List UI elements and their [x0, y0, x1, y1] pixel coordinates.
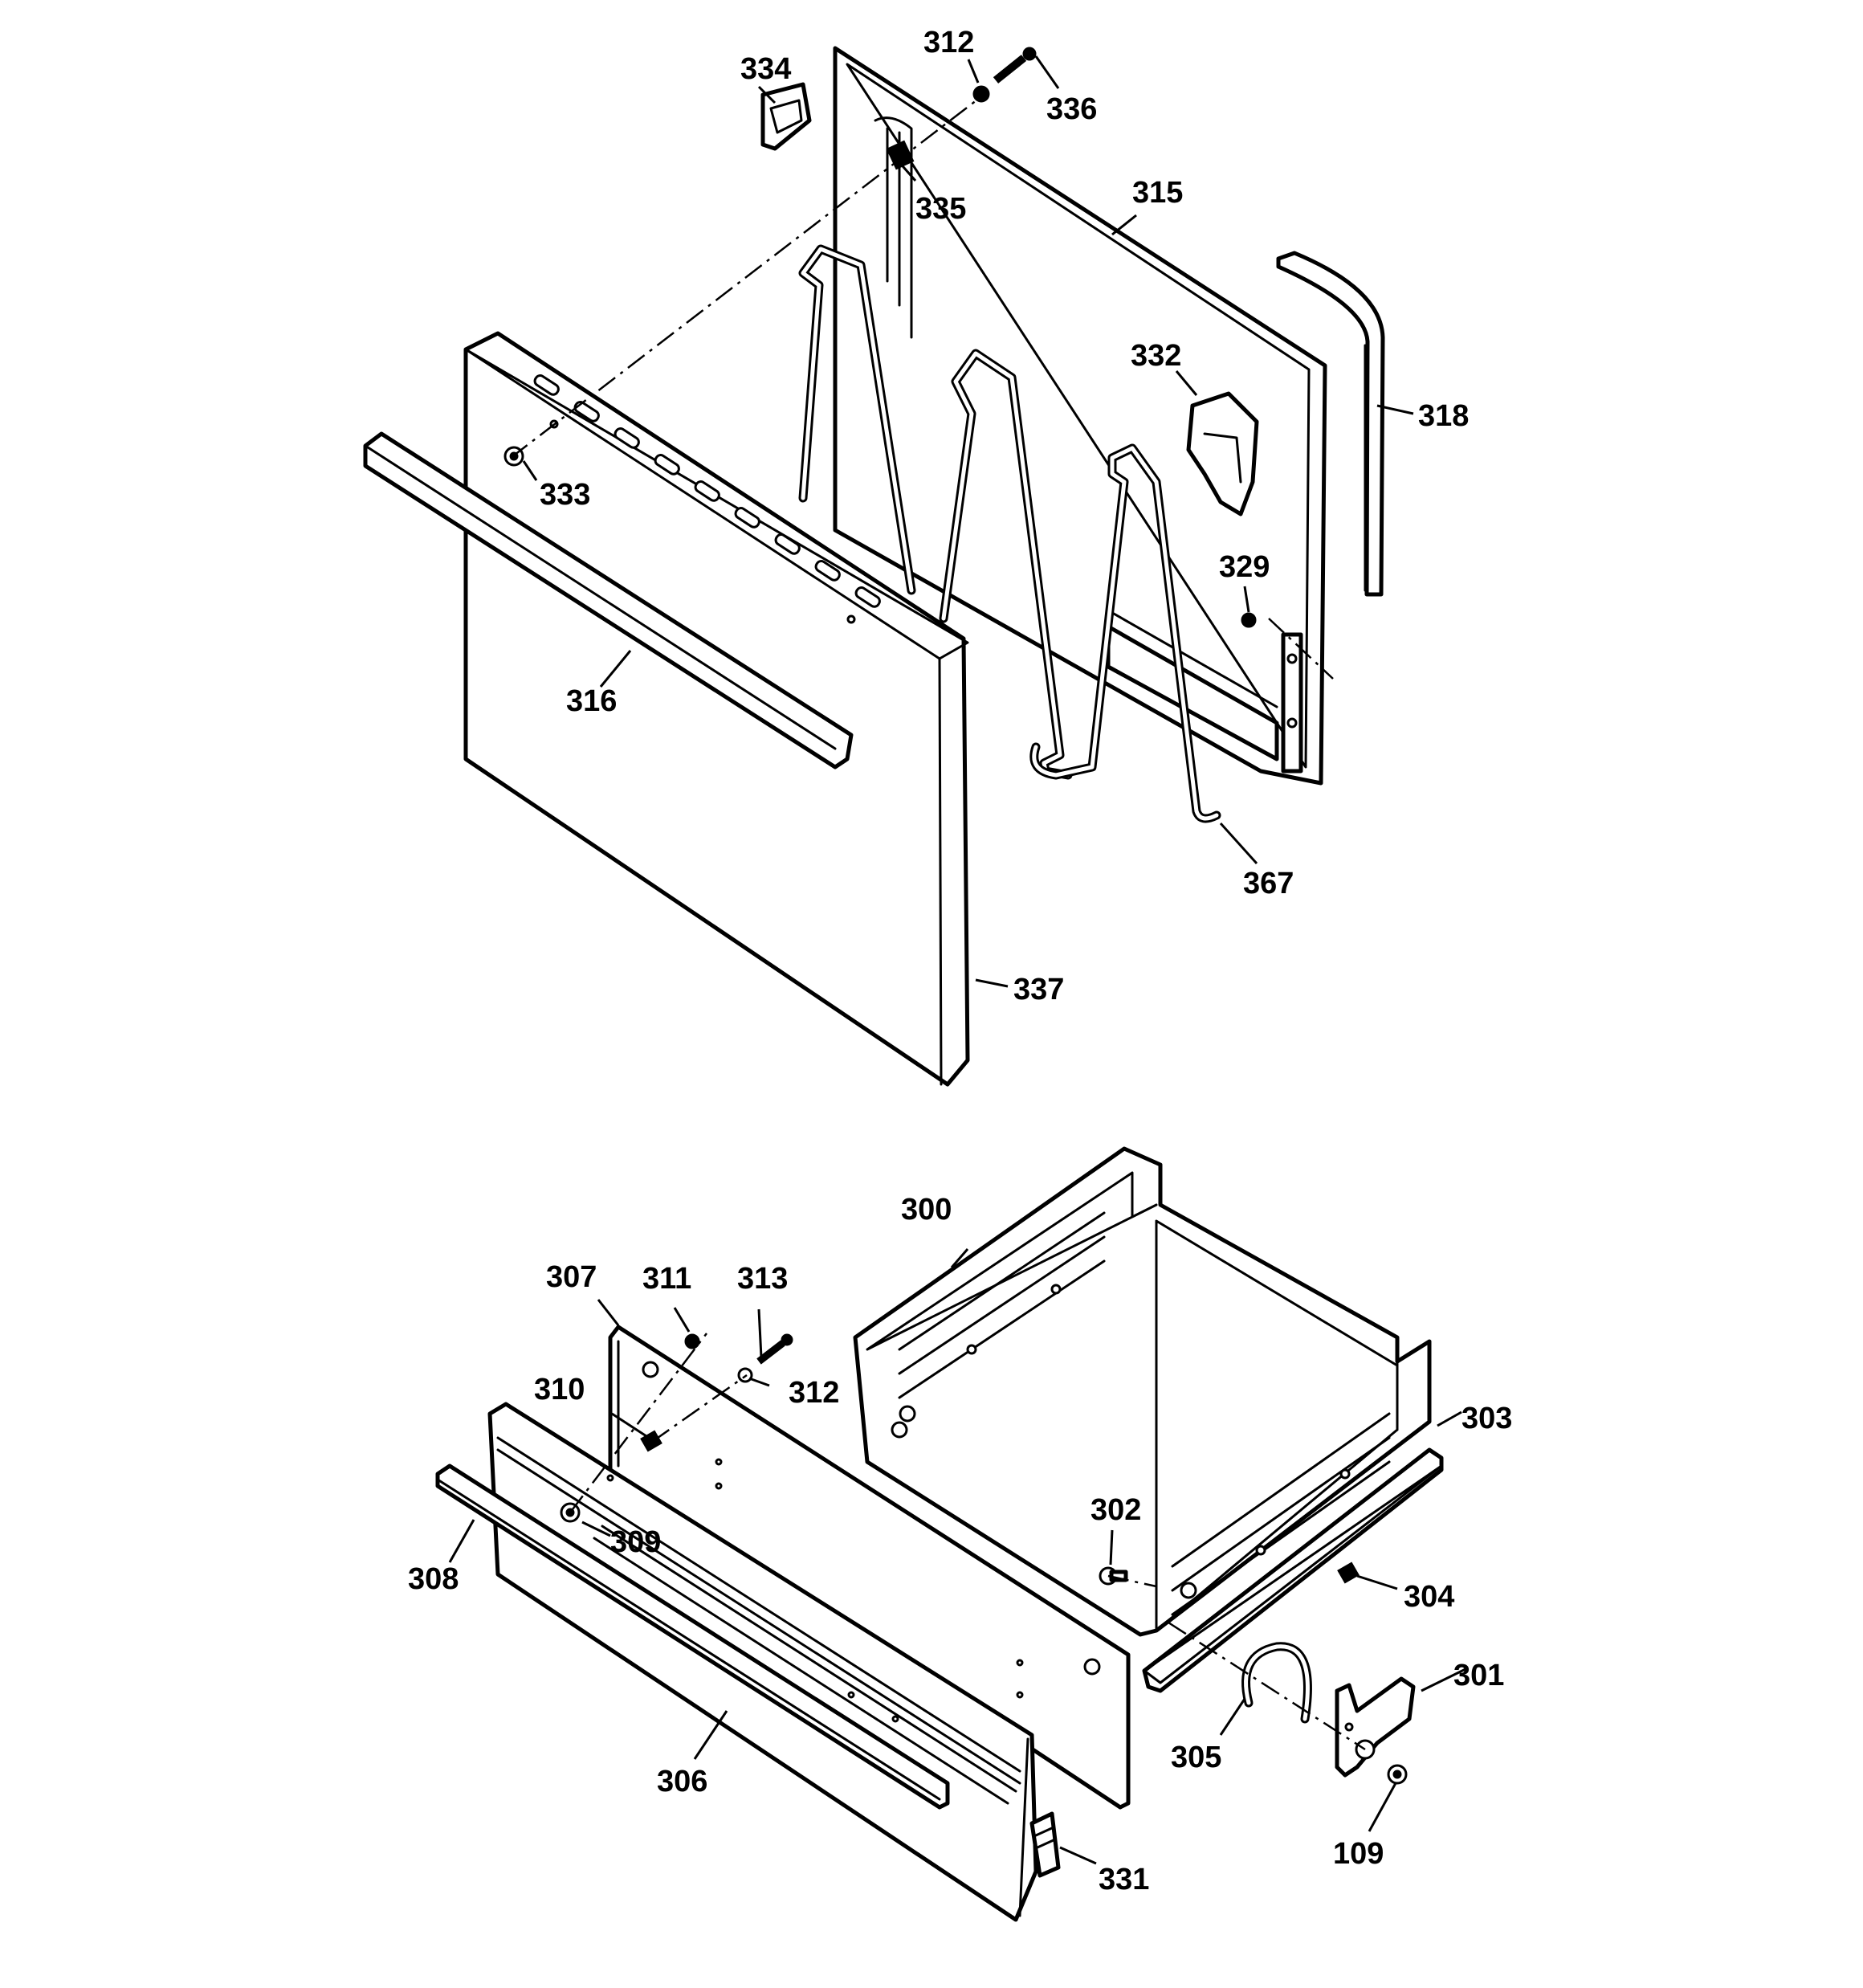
- callout-300: 300: [901, 1193, 952, 1227]
- nut-312-top: [972, 85, 990, 103]
- callout-308: 308: [408, 1562, 459, 1596]
- callout-311: 311: [642, 1262, 691, 1296]
- vent-slots: [533, 374, 881, 608]
- callout-305: 305: [1171, 1741, 1221, 1774]
- callout-312-top: 312: [923, 26, 974, 59]
- spring-305: [1241, 1642, 1312, 1724]
- callout-335: 335: [915, 192, 966, 226]
- drawer-handle-308: [435, 1463, 950, 1810]
- insulation-332: [1186, 391, 1259, 516]
- callout-labels: 334 312 336 335 315 318 332 333 329 316 …: [408, 26, 1512, 1896]
- callout-331: 331: [1099, 1863, 1149, 1896]
- clip-335: [886, 140, 915, 170]
- screw-313: [756, 1333, 793, 1365]
- screw-329: [1241, 612, 1257, 628]
- callout-304: 304: [1404, 1580, 1454, 1614]
- callout-315: 315: [1132, 176, 1183, 210]
- glide-bracket-301: [1335, 1676, 1416, 1778]
- callout-336: 336: [1046, 92, 1097, 126]
- callout-337: 337: [1013, 973, 1064, 1006]
- callout-318: 318: [1418, 399, 1469, 433]
- wire-support-367: [798, 244, 1221, 823]
- callout-309: 309: [610, 1525, 661, 1559]
- callout-312-lower: 312: [789, 1376, 839, 1410]
- screw-302: [1099, 1566, 1128, 1586]
- drawer-front-306: [487, 1402, 1038, 1922]
- door-gasket-318: [1276, 251, 1385, 597]
- screw-336: [993, 47, 1037, 84]
- door-handle-316: [363, 431, 854, 769]
- callout-303: 303: [1461, 1402, 1512, 1435]
- callout-109: 109: [1333, 1837, 1384, 1871]
- callout-316: 316: [566, 684, 617, 718]
- callout-333: 333: [540, 478, 590, 512]
- callout-301: 301: [1453, 1659, 1504, 1692]
- nut-311: [684, 1333, 700, 1349]
- inner-door-panel-315: [833, 46, 1327, 786]
- callout-310: 310: [534, 1373, 585, 1406]
- hinge-bracket-334: [760, 82, 812, 151]
- callout-313: 313: [737, 1262, 788, 1296]
- leader-lines: [448, 55, 1466, 1865]
- callout-302: 302: [1090, 1493, 1141, 1527]
- callout-329: 329: [1219, 550, 1270, 584]
- rail-clip-304: [1337, 1561, 1360, 1584]
- callout-334: 334: [740, 52, 791, 86]
- callout-307: 307: [546, 1260, 597, 1294]
- callout-306: 306: [657, 1765, 707, 1798]
- outer-door-panel-337: [463, 331, 970, 1087]
- callout-367: 367: [1243, 867, 1294, 900]
- drawer-body-300: [853, 1146, 1432, 1637]
- drawer-rail-303: [1142, 1447, 1444, 1693]
- nut-109: [1387, 1764, 1408, 1785]
- callout-332: 332: [1131, 339, 1181, 373]
- bracket-331: [1029, 1811, 1061, 1878]
